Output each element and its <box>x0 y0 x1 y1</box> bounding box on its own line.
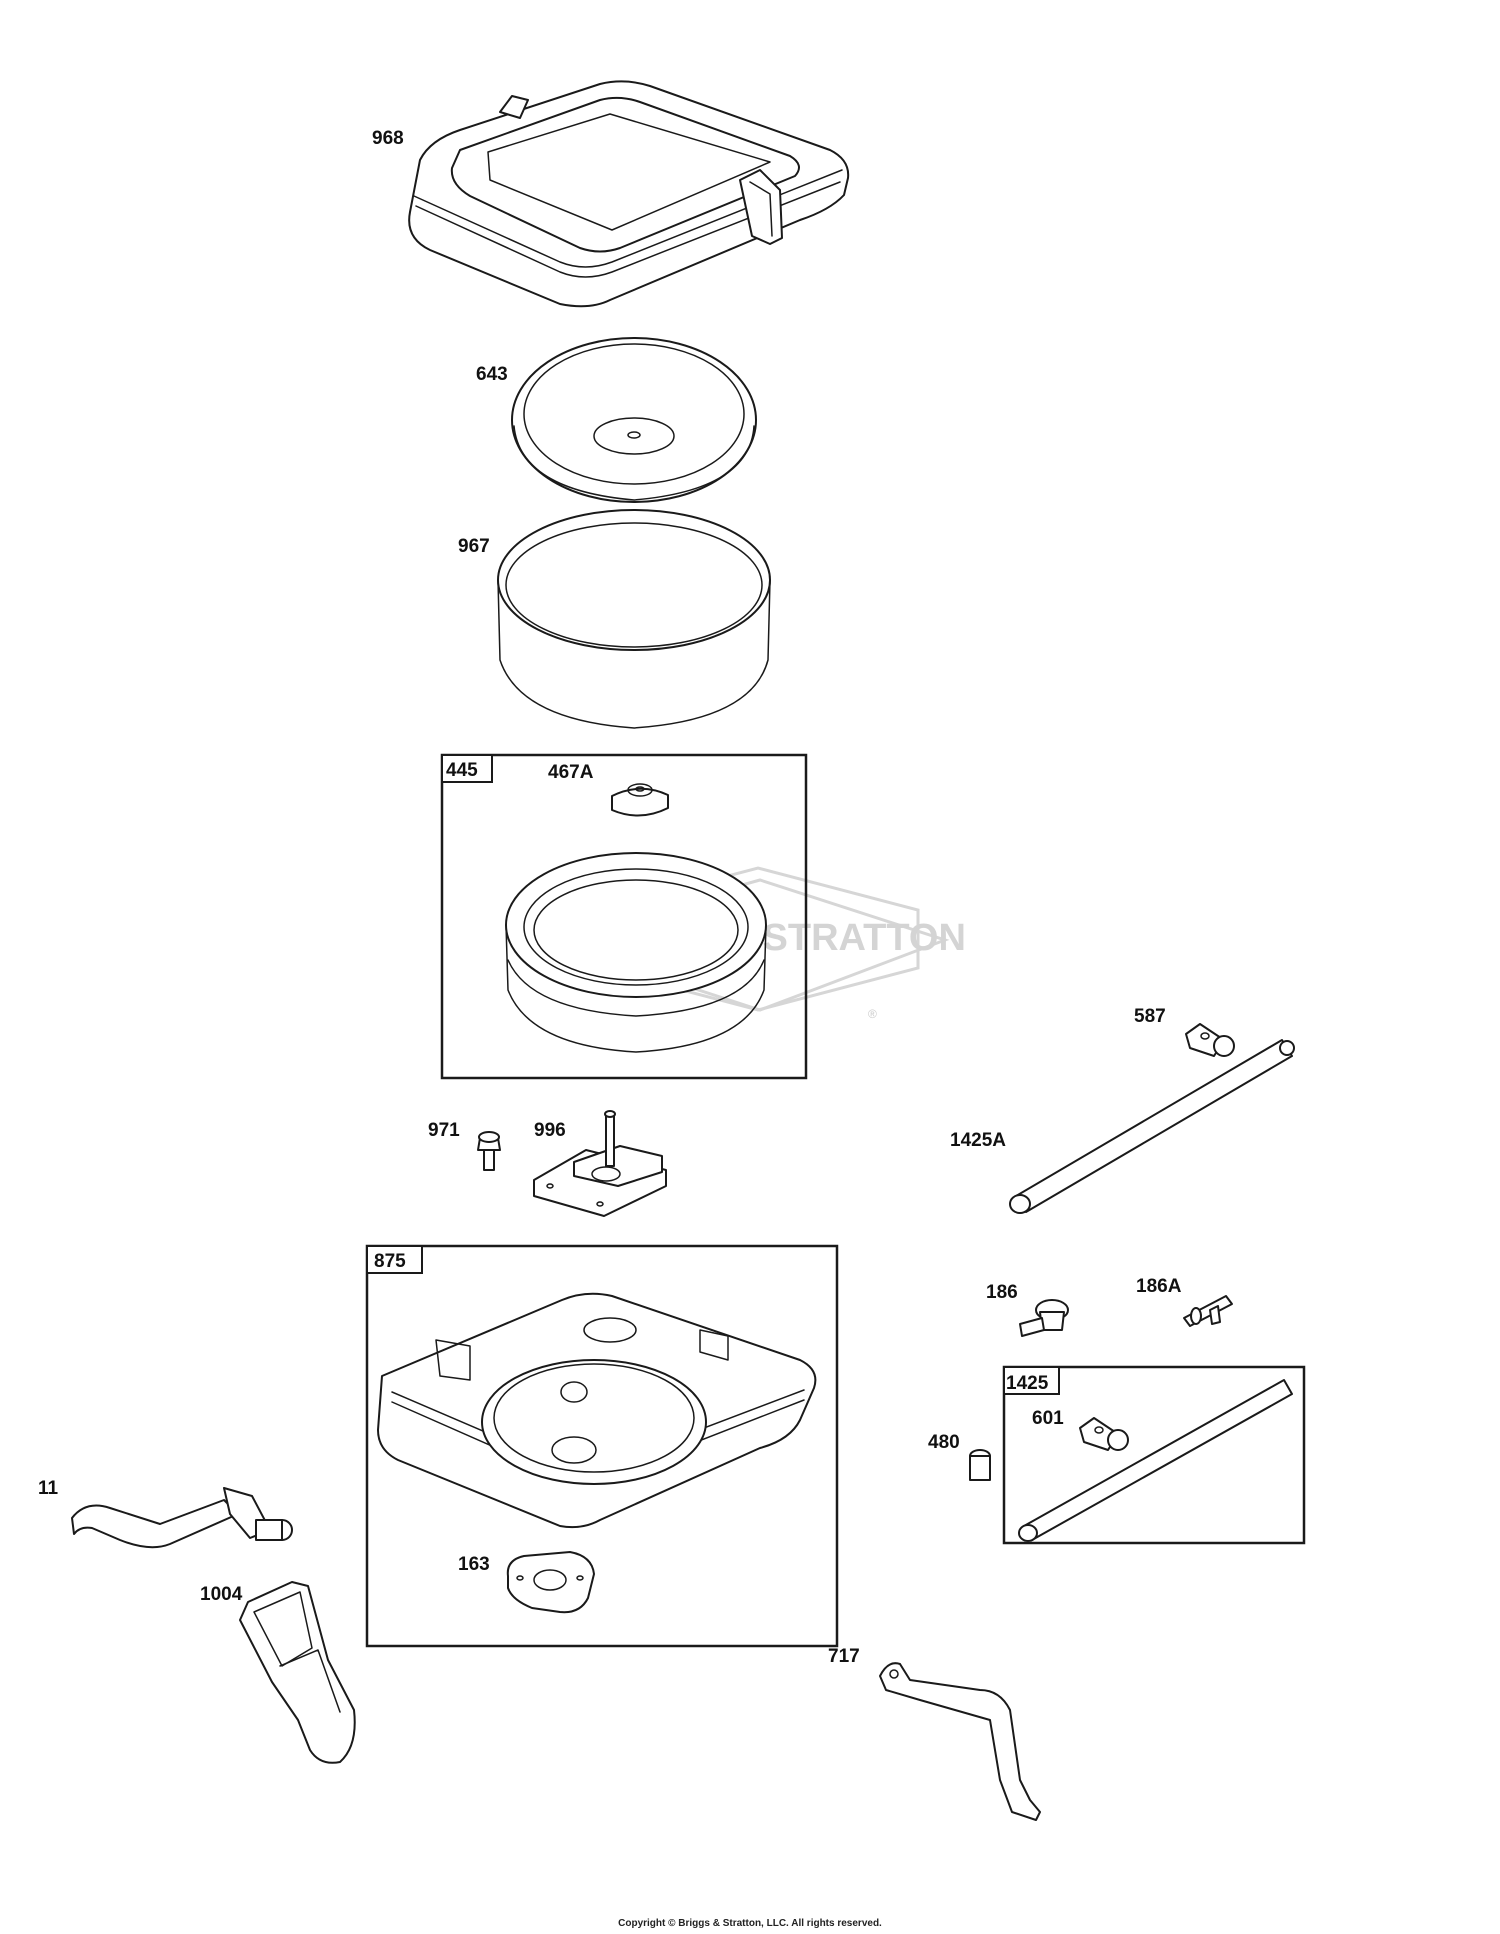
part-587-clamp <box>1185 1023 1235 1057</box>
callout-480: 480 <box>928 1432 960 1453</box>
callout-967: 967 <box>458 536 490 557</box>
part-11-hose <box>71 1487 293 1549</box>
callout-968: 968 <box>372 128 404 149</box>
part-601-clamp <box>1079 1417 1129 1451</box>
kit-box-875 <box>365 1244 839 1648</box>
part-1004-duct <box>239 1581 356 1764</box>
part-967-foam-ring <box>497 509 771 729</box>
part-1425-tube <box>1018 1379 1293 1542</box>
part-445-filter-element <box>505 852 767 1053</box>
callout-875: 875 <box>374 1251 406 1272</box>
callout-717: 717 <box>828 1646 860 1667</box>
callout-labels: 968 643 967 445 467A 587 1425A 971 996 8… <box>38 128 1182 1667</box>
part-467A-knob <box>611 783 669 817</box>
kit-box-1425 <box>1002 1365 1306 1545</box>
callout-186: 186 <box>986 1282 1018 1303</box>
part-717-bracket <box>879 1662 1041 1821</box>
part-971-screw <box>477 1131 501 1171</box>
callout-1425: 1425 <box>1006 1373 1049 1394</box>
watermark-registered-mark: ® <box>868 1007 877 1021</box>
part-186A-fitting <box>1183 1295 1233 1327</box>
part-968-cover <box>408 80 850 308</box>
part-996-bracket <box>533 1110 667 1217</box>
copyright-notice: Copyright © Briggs & Stratton, LLC. All … <box>618 1918 882 1929</box>
part-480-bolt <box>969 1449 991 1481</box>
part-186-fitting <box>1019 1299 1069 1337</box>
callout-445: 445 <box>446 760 478 781</box>
callout-1004: 1004 <box>200 1584 243 1605</box>
callout-467A: 467A <box>548 762 594 783</box>
callout-643: 643 <box>476 364 508 385</box>
part-875-base <box>377 1292 817 1529</box>
part-163-gasket <box>506 1551 595 1614</box>
callout-1425A: 1425A <box>950 1130 1006 1151</box>
callout-996: 996 <box>534 1120 566 1141</box>
callout-186A: 186A <box>1136 1276 1182 1297</box>
callout-163: 163 <box>458 1554 490 1575</box>
part-1425A-tube <box>1009 1039 1295 1214</box>
callout-587: 587 <box>1134 1006 1166 1027</box>
callout-971: 971 <box>428 1120 460 1141</box>
callout-601: 601 <box>1032 1408 1064 1429</box>
kit-box-445 <box>440 753 808 1080</box>
part-643-tray <box>511 337 757 503</box>
callout-11: 11 <box>38 1478 59 1499</box>
